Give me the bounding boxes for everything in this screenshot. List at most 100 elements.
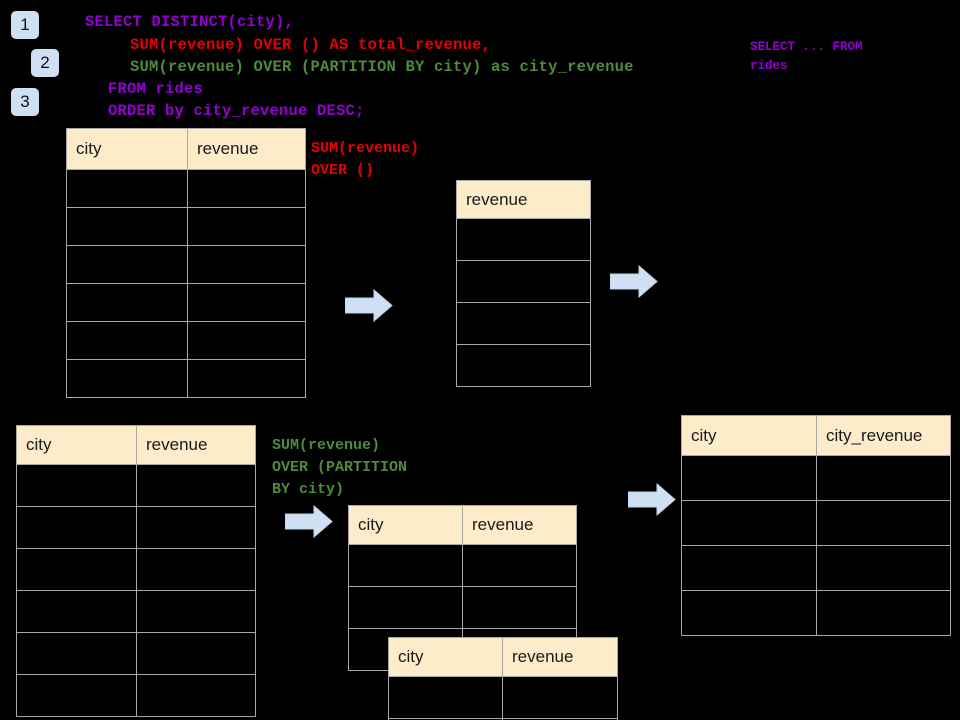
cell-city xyxy=(66,207,188,246)
cell-city xyxy=(681,590,817,636)
column-header-city: city xyxy=(66,128,188,170)
cell-revenue xyxy=(187,207,306,246)
table-row xyxy=(66,169,306,208)
table-row xyxy=(456,344,591,387)
column-header-revenue: revenue xyxy=(136,425,256,465)
cell-revenue xyxy=(502,718,618,720)
cell-city xyxy=(16,548,137,591)
table-row xyxy=(16,590,256,633)
step-badge-2: 2 xyxy=(31,49,59,77)
cell-revenue xyxy=(462,586,577,629)
annotation-over-empty: OVER () xyxy=(311,162,375,179)
table-header-row: revenue xyxy=(456,180,591,219)
annotation-sum-revenue-partition-2: OVER (PARTITION xyxy=(272,459,408,476)
annotation-sum-revenue-over: SUM(revenue) xyxy=(311,140,420,157)
cell-revenue xyxy=(187,283,306,322)
cell-city xyxy=(681,545,817,591)
cell-city xyxy=(66,283,188,322)
cell-revenue xyxy=(136,464,256,507)
cell-city xyxy=(388,676,503,719)
cell-revenue xyxy=(136,632,256,675)
table-row xyxy=(66,245,306,284)
sql-line-city-revenue: SUM(revenue) OVER (PARTITION BY city) as… xyxy=(130,58,634,76)
cell-city-revenue xyxy=(816,455,951,501)
table-row xyxy=(681,500,951,546)
cell-city xyxy=(66,321,188,360)
cell-revenue xyxy=(136,506,256,549)
cell-revenue xyxy=(456,260,591,303)
table-row xyxy=(388,676,618,719)
table-row xyxy=(16,548,256,591)
cell-city xyxy=(66,169,188,208)
cell-revenue xyxy=(136,548,256,591)
cell-revenue xyxy=(136,674,256,717)
cell-city xyxy=(348,544,463,587)
side-note-select-from: SELECT ... FROM xyxy=(750,40,863,54)
table-header-row: city city_revenue xyxy=(681,415,951,456)
table-row xyxy=(66,283,306,322)
table-row xyxy=(66,207,306,246)
table-row xyxy=(681,545,951,591)
cell-city xyxy=(681,500,817,546)
cell-revenue xyxy=(187,169,306,208)
table-row xyxy=(348,586,577,629)
sql-line-total-revenue: SUM(revenue) OVER () AS total_revenue, xyxy=(130,36,492,54)
table-row xyxy=(16,674,256,717)
cell-city xyxy=(16,464,137,507)
partition-source-table: city revenue xyxy=(16,425,256,717)
cell-city xyxy=(681,455,817,501)
partition-group-b-table: city revenue xyxy=(388,637,618,720)
table-row xyxy=(348,544,577,587)
table-row xyxy=(66,321,306,360)
final-result-table: city city_revenue xyxy=(681,415,951,636)
cell-city xyxy=(348,586,463,629)
cell-revenue xyxy=(456,302,591,345)
rides-source-table: city revenue xyxy=(66,128,306,398)
table-header-row: city revenue xyxy=(388,637,618,677)
cell-city xyxy=(66,359,188,398)
arrow-source-to-partition xyxy=(284,504,333,539)
table-header-row: city revenue xyxy=(66,128,306,170)
column-header-city: city xyxy=(388,637,503,677)
table-header-row: city revenue xyxy=(16,425,256,465)
cell-revenue xyxy=(456,344,591,387)
table-row xyxy=(456,302,591,345)
table-row xyxy=(16,506,256,549)
table-row xyxy=(66,359,306,398)
cell-city xyxy=(16,590,137,633)
column-header-revenue: revenue xyxy=(187,128,306,170)
table-row xyxy=(456,218,591,261)
table-header-row: city revenue xyxy=(348,505,577,545)
table-row xyxy=(388,718,618,720)
cell-city-revenue xyxy=(816,500,951,546)
sql-line-order-by: ORDER by city_revenue DESC; xyxy=(108,102,365,120)
table-row xyxy=(681,590,951,636)
table-row xyxy=(681,455,951,501)
cell-revenue xyxy=(462,544,577,587)
arrow-total-to-next xyxy=(609,264,658,299)
table-row xyxy=(16,464,256,507)
cell-revenue xyxy=(187,359,306,398)
sql-line-from: FROM rides xyxy=(108,80,204,98)
cell-revenue xyxy=(502,676,618,719)
table-row xyxy=(16,632,256,675)
annotation-sum-revenue-partition-3: BY city) xyxy=(272,481,345,498)
cell-city-revenue xyxy=(816,545,951,591)
cell-city xyxy=(16,632,137,675)
step-badge-3: 3 xyxy=(11,88,39,116)
cell-city xyxy=(16,506,137,549)
arrow-partition-to-result xyxy=(627,482,676,517)
cell-revenue xyxy=(136,590,256,633)
column-header-city: city xyxy=(16,425,137,465)
cell-revenue xyxy=(187,245,306,284)
column-header-revenue: revenue xyxy=(462,505,577,545)
sql-line-select: SELECT DISTINCT(city), xyxy=(85,13,295,31)
side-note-rides: rides xyxy=(750,59,788,73)
cell-city-revenue xyxy=(816,590,951,636)
cell-city xyxy=(16,674,137,717)
cell-revenue xyxy=(187,321,306,360)
arrow-source-to-total xyxy=(344,288,393,323)
column-header-city: city xyxy=(348,505,463,545)
step-badge-1: 1 xyxy=(11,11,39,39)
